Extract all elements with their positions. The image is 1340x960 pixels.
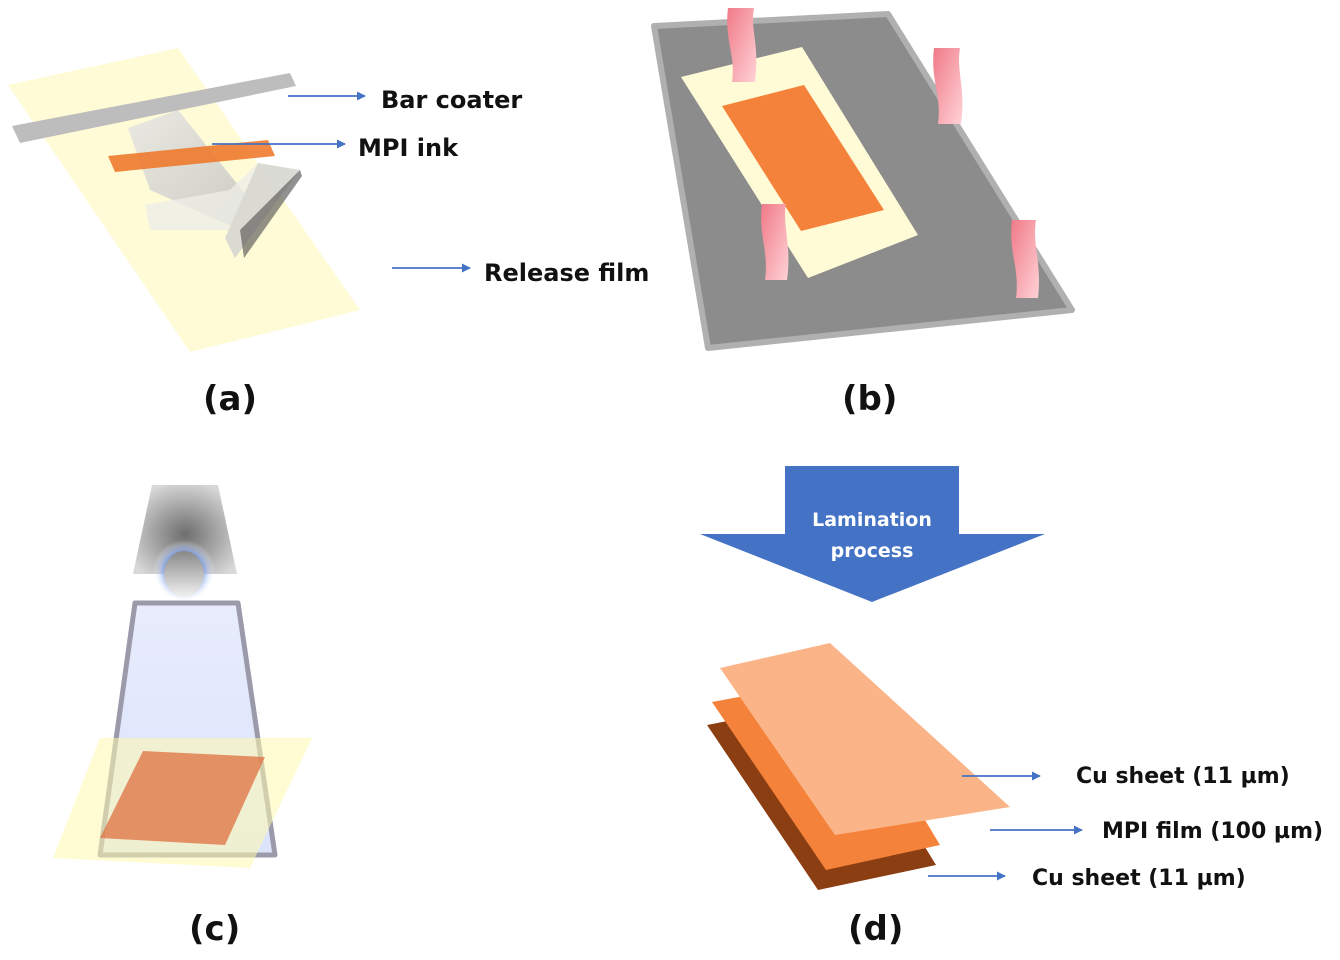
bar-coater (12, 73, 296, 143)
uv-bulb (164, 551, 204, 597)
panel-a: Bar coater MPI ink Release film (a) (8, 48, 649, 419)
cu-top-label: Cu sheet (11 µm) (1076, 764, 1290, 789)
lamination-arrow-line2: process (831, 540, 914, 562)
bar-coater-label: Bar coater (381, 86, 522, 114)
panel-c-label: (c) (189, 909, 240, 949)
panel-c: (c) (53, 485, 312, 949)
panel-a-label: (a) (203, 379, 257, 419)
tape-bottom-left (761, 204, 789, 280)
lamination-process-arrow (700, 466, 1045, 602)
panel-d-label: (d) (848, 909, 903, 949)
uv-lamp-shade (133, 485, 237, 574)
panel-b-label: (b) (842, 379, 897, 419)
lamination-arrow-line1: Lamination (812, 509, 932, 531)
coater-block (128, 110, 302, 258)
tape-top-right (933, 48, 963, 124)
tape-top-left (727, 8, 757, 82)
mpi-film-c (100, 751, 265, 845)
panel-b: (b) (651, 8, 1075, 419)
mpi-ink-label: MPI ink (358, 134, 459, 162)
mpi-film (722, 85, 884, 231)
cu-sheet-top (720, 643, 1010, 835)
mpi-film-label: MPI film (100 µm) (1102, 819, 1323, 844)
tape-bottom-right (1011, 220, 1039, 298)
panel-d: Lamination process Cu sheet (11 µm) MPI … (700, 466, 1323, 949)
release-film-label: Release film (484, 259, 649, 287)
mpi-ink-strip (108, 140, 275, 172)
cu-bottom-label: Cu sheet (11 µm) (1032, 866, 1246, 891)
